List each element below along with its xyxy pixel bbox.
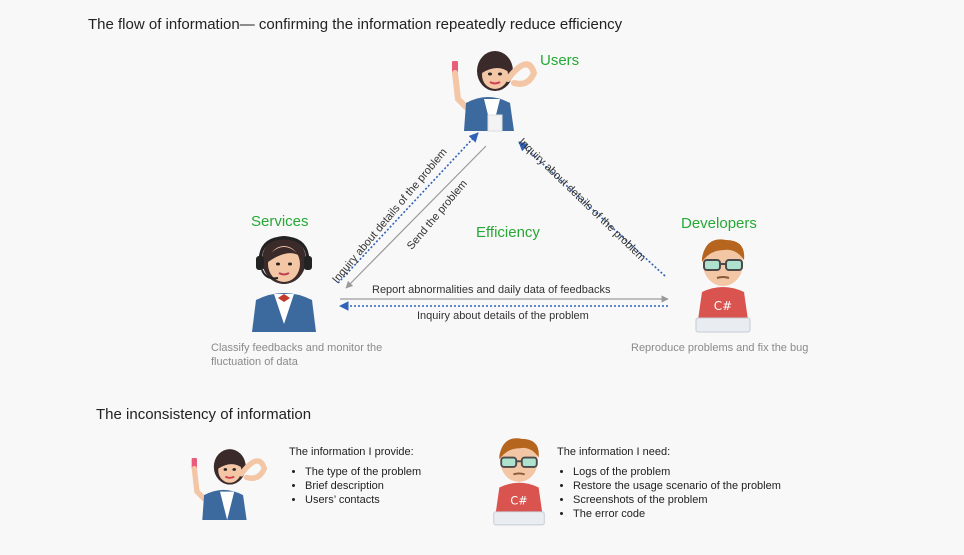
- user-small-icon: [191, 449, 268, 520]
- label-developers-to-services: Inquiry about details of the problem: [417, 310, 589, 322]
- label-services-to-developers: Report abnormalities and daily data of f…: [372, 284, 611, 296]
- developer-small-icon: C#: [493, 438, 545, 526]
- list-item: Screenshots of the problem: [573, 493, 817, 507]
- arrow-developers-to-users: [518, 141, 666, 277]
- provide-title: The information I provide:: [289, 446, 414, 458]
- section-title: The inconsistency of information: [96, 406, 312, 423]
- list-item: Brief description: [305, 479, 459, 493]
- efficiency-label: Efficiency: [476, 224, 540, 241]
- need-title: The information I need:: [557, 446, 671, 458]
- dev-small-badge: C#: [510, 494, 527, 507]
- need-list: Logs of the problem Restore the usage sc…: [557, 465, 817, 521]
- developers-label: Developers: [681, 215, 757, 232]
- list-item: Users’ contacts: [305, 493, 459, 507]
- user-character-icon: [452, 51, 538, 132]
- developer-character-icon: C#: [695, 239, 751, 333]
- list-item: Logs of the problem: [573, 465, 817, 479]
- services-description: Classify feedbacks and monitor the fluct…: [211, 342, 383, 368]
- list-item: The error code: [573, 507, 817, 521]
- list-item: The type of the problem: [305, 465, 459, 479]
- page-title: The flow of information— confirming the …: [88, 16, 623, 33]
- arrow-users-to-services: [345, 145, 487, 289]
- list-item: Restore the usage scenario of the proble…: [573, 479, 817, 493]
- services-character-icon: [252, 236, 316, 332]
- dev-badge: C#: [714, 299, 732, 313]
- developers-description: Reproduce problems and fix the bug: [631, 342, 809, 354]
- provide-list: The type of the problem Brief descriptio…: [289, 465, 459, 507]
- services-label: Services: [251, 213, 309, 230]
- users-label: Users: [540, 52, 580, 69]
